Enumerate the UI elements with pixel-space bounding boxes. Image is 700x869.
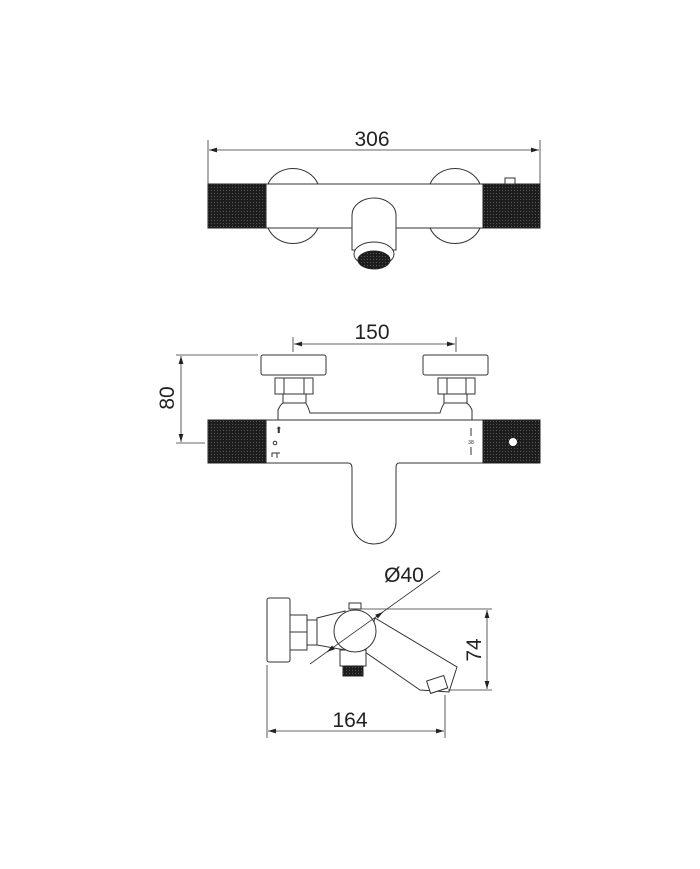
width-dimension-label: 306 [354, 128, 389, 151]
projection-dimension-label: 164 [332, 709, 367, 732]
left-flange-outline [267, 168, 319, 185]
safety-button [509, 438, 517, 446]
thermostat-cylinder [333, 609, 377, 653]
height-dimension-label: 74 [463, 638, 486, 662]
inlet-spacing-label: 150 [354, 321, 389, 344]
top-view: 306 [207, 128, 541, 270]
tap-icon [271, 452, 280, 458]
right-wall-flange [422, 354, 489, 376]
left-knurled-handle [207, 183, 267, 229]
temperature-scale-label: 38 [468, 440, 474, 446]
left-hex-nut [274, 377, 314, 395]
side-view: Ø40 74 164 [266, 564, 492, 738]
spout-top [351, 197, 397, 251]
left-knurled-handle-front [207, 419, 267, 464]
front-view: 150 80 ⬆ 38 [156, 321, 541, 545]
right-flange-outline [429, 168, 481, 185]
right-hex-nut [437, 377, 476, 395]
diameter-dimension-label: Ø40 [384, 564, 424, 587]
right-knurled-handle [482, 183, 541, 229]
shower-icon: ⬆ [275, 425, 283, 435]
temperature-knurled-handle [482, 419, 541, 464]
side-wall-flange [266, 597, 291, 663]
depth-dimension-label: 80 [156, 386, 179, 409]
off-icon [272, 440, 278, 446]
left-wall-flange [260, 354, 327, 376]
mixer-body-front [265, 419, 484, 545]
